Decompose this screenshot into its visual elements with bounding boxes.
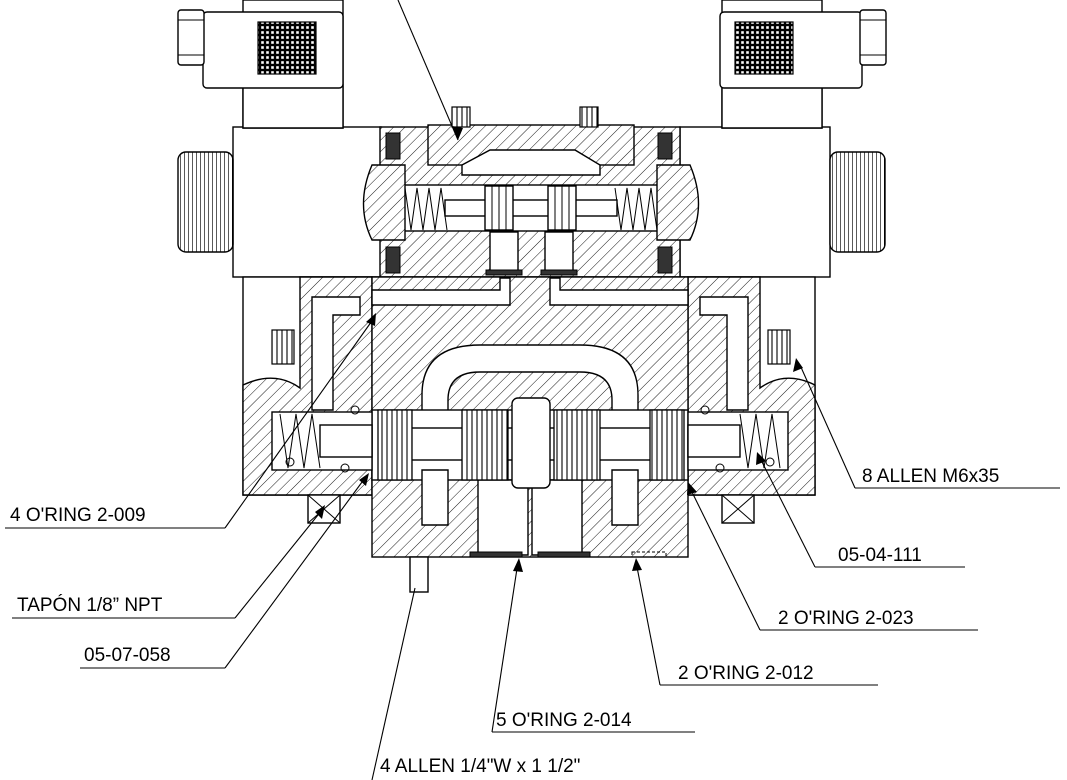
label-oring-009: 4 O'RING 2-009 [10,505,146,526]
body-bolt-right [767,329,791,365]
right-solenoid [679,0,887,278]
pilot-screw-left [451,106,471,128]
main-spool-end-right [649,409,685,481]
main-right-spring [739,413,781,469]
label-oring-012: 2 O'RING 2-012 [678,663,814,684]
right-knob [829,151,886,253]
label-part-05-07-058: 05-07-058 [84,645,171,666]
label-oring-014: 5 O'RING 2-014 [496,710,632,731]
label-oring-023: 2 O'RING 2-023 [778,608,914,629]
main-body [242,276,816,593]
left-connector-grid [257,21,317,75]
label-allen-m6x35: 8 ALLEN M6x35 [862,466,999,487]
main-spool-end-left [377,409,413,481]
label-part-05-04-111: 05-04-111 [838,545,922,566]
leader-lines [5,0,1060,780]
pilot-screw-right [579,106,599,128]
label-tapon-npt: TAPÓN 1/8” NPT [17,594,163,616]
left-knob [177,151,234,253]
pilot-left-spring [404,187,448,231]
main-spool-land-1 [461,409,509,481]
leader-arrows [315,126,803,572]
right-connector-grid [734,21,794,75]
body-bolt-left [271,329,295,365]
pilot-valve [362,106,700,278]
pilot-right-spring [614,187,658,231]
main-spool-land-2 [553,409,601,481]
label-allen-quarter: 4 ALLEN 1/4"W x 1 1/2" [380,756,580,777]
left-solenoid [177,0,382,278]
